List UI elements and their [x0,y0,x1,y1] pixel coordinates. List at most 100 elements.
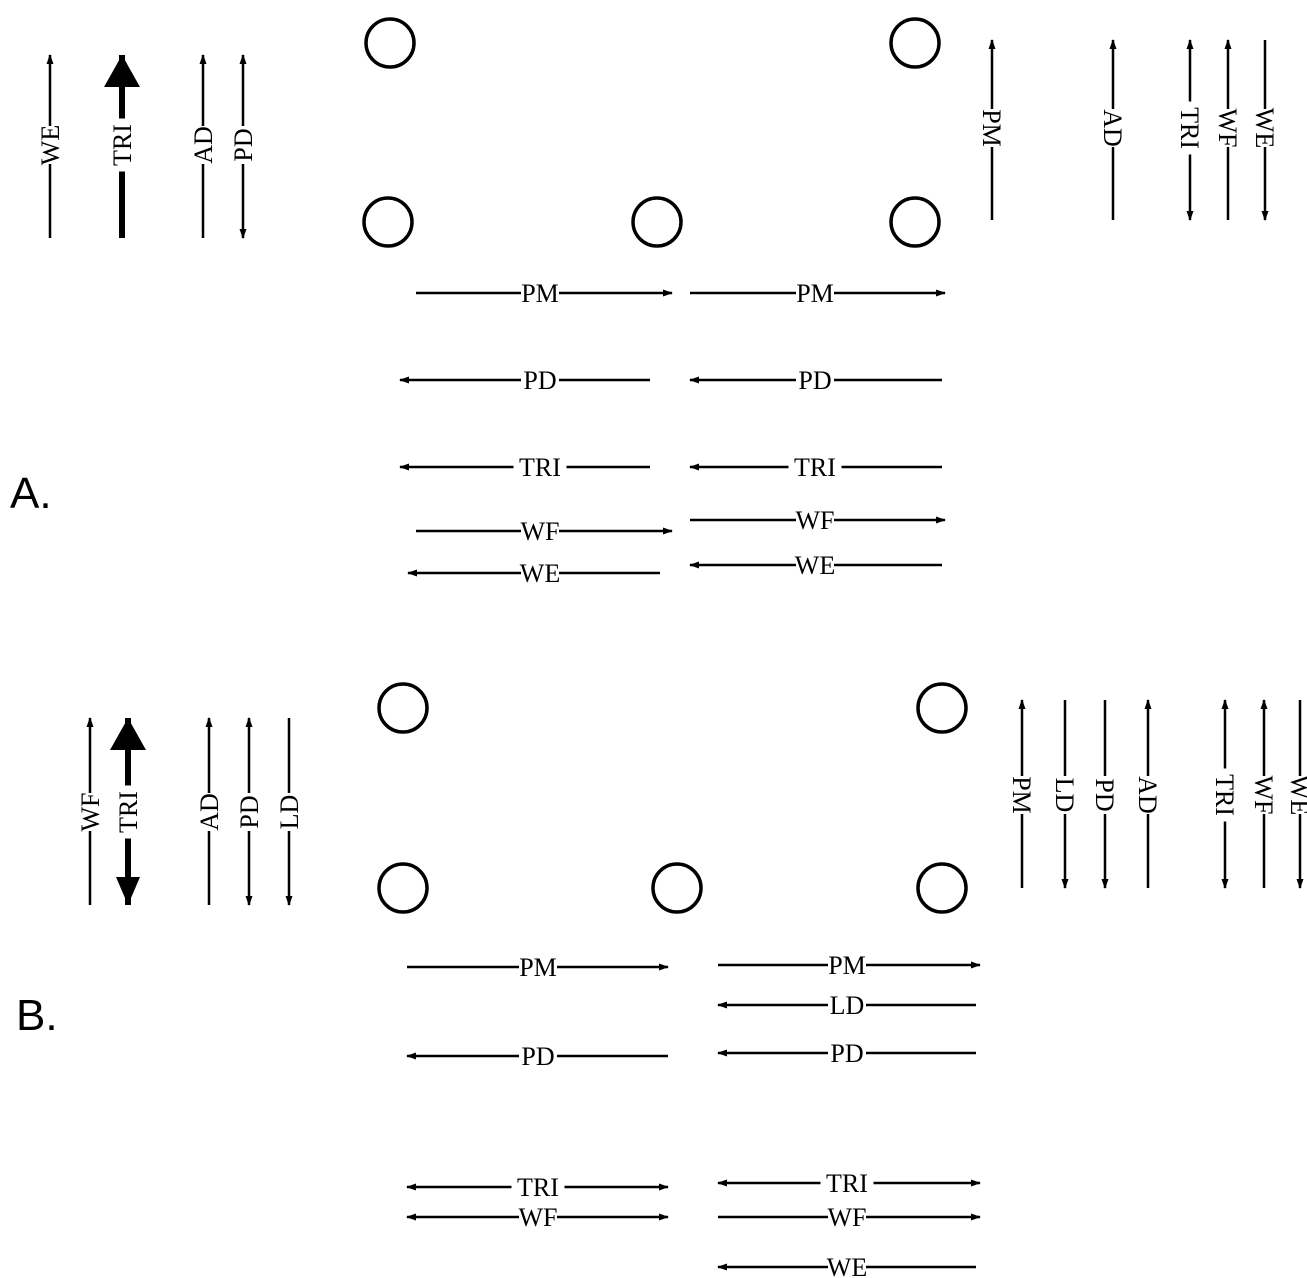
vertical-arrow: TRI [110,718,146,905]
vertical-arrow: WF [1249,699,1278,888]
label-backdrop [511,1174,565,1200]
horizontal-arrow: TRI [399,453,650,482]
marker-circle [651,862,703,914]
label-backdrop [190,126,216,164]
horizontal-arrow: PD [399,366,650,395]
label-backdrop [1100,109,1126,147]
label-backdrop [1092,776,1118,814]
label-backdrop [1252,109,1278,147]
vertical-arrow: PM [1007,699,1036,888]
vertical-arrow: AD [195,717,224,905]
label-backdrop [788,454,842,480]
label-backdrop [519,954,557,980]
arrow-label: AD [195,793,224,831]
marker-circle [377,862,429,914]
arrow-label: WE [1250,108,1279,148]
panel-label-b: B. [16,991,58,1040]
label-backdrop [979,109,1005,147]
label-backdrop [1251,776,1277,814]
horizontal-arrow: WE [407,559,660,588]
vertical-arrow: AD [1133,699,1162,888]
label-backdrop [1177,101,1203,155]
panel-b-markers [377,682,968,914]
label-backdrop [236,793,262,831]
marker-circle [889,17,941,69]
vertical-arrow: LD [275,718,304,906]
label-backdrop [1135,776,1161,814]
marker-circle [364,17,416,69]
arrow-label: WF [828,1203,867,1232]
horizontal-arrow: WE [717,1253,976,1278]
label-backdrop [1215,109,1241,147]
arrow-label: PD [523,366,556,395]
arrow-label: PD [235,795,264,828]
label-backdrop [1052,776,1078,814]
label-backdrop [521,367,559,393]
arrow-label: WF [1213,109,1242,148]
horizontal-arrow: LD [717,991,976,1020]
arrow-label: TRI [1210,774,1239,816]
arrow-label: TRI [1175,107,1204,149]
arrow-label: PD [798,366,831,395]
vertical-arrow: PD [235,717,264,906]
label-backdrop [109,118,135,172]
label-backdrop [37,126,63,164]
arrow-label: TRI [519,453,561,482]
label-backdrop [115,785,141,839]
arrow-head [110,718,146,750]
arrow-label: PM [519,953,557,982]
arrow-label: WF [76,793,105,832]
horizontal-arrow: WE [689,551,942,580]
horizontal-arrow: PD [689,366,942,395]
label-backdrop [276,793,302,831]
vertical-arrow: AD [1098,39,1127,220]
marker-circle [631,196,683,248]
vertical-arrow: AD [189,54,218,238]
horizontal-arrow: TRI [717,1169,981,1198]
vertical-arrow: WE [36,54,65,238]
horizontal-arrow: WF [690,506,946,535]
arrow-label: WE [520,559,560,588]
label-backdrop [828,1040,866,1066]
arrow-label: PM [796,279,834,308]
vertical-arrow: WF [76,717,105,905]
vertical-arrow: WE [1285,700,1307,889]
arrow-label: TRI [517,1173,559,1202]
label-backdrop [828,1254,866,1278]
label-backdrop [519,1043,557,1069]
marker-circle [916,682,968,734]
arrow-label: WE [36,125,65,165]
horizontal-arrow: WF [406,1203,669,1232]
label-backdrop [519,1204,557,1230]
arrow-label: WF [519,1203,558,1232]
arrow-label: PM [977,109,1006,147]
arrow-label: TRI [826,1169,868,1198]
marker-circle [889,196,941,248]
panel-label-a: A. [10,469,52,518]
label-backdrop [828,1204,866,1230]
vertical-arrow: TRI [1175,39,1204,221]
vertical-arrow: LD [1050,700,1079,889]
horizontal-arrow: PD [406,1042,668,1071]
arrow-label: PD [830,1039,863,1068]
horizontal-arrow: TRI [406,1173,669,1202]
arrow-label: LD [1050,778,1079,813]
arrow-label: PM [1007,776,1036,814]
horizontal-arrow: TRI [689,453,942,482]
label-backdrop [521,280,559,306]
arrow-label: PD [1090,778,1119,811]
horizontal-arrow: PM [416,279,673,308]
horizontal-arrow: PM [690,279,946,308]
vertical-arrow: PD [229,54,258,239]
arrow-label: WE [827,1253,867,1278]
vertical-arrow: PM [977,39,1006,220]
arrow-label: WE [1285,775,1307,815]
label-backdrop [1009,776,1035,814]
marker-circle [377,682,429,734]
vertical-arrow: WE [1250,40,1279,221]
horizontal-arrow: WF [416,517,673,546]
panel-a-markers [362,17,941,248]
arrow-label: LD [275,795,304,830]
